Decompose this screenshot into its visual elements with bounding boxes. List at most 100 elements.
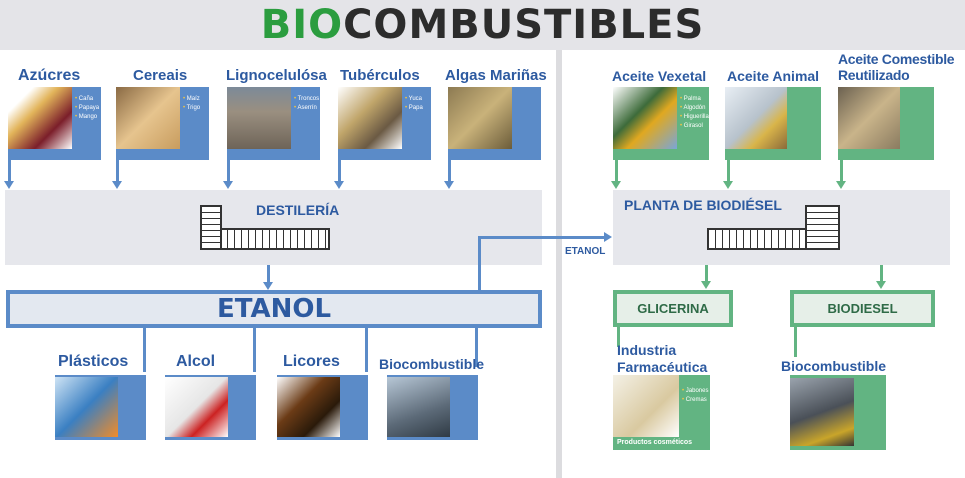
connector xyxy=(727,160,730,182)
connector xyxy=(880,265,883,282)
biodiesel-plant-icon xyxy=(707,228,807,250)
product-image xyxy=(55,377,118,437)
feedstock-image xyxy=(116,87,180,149)
ethanol-link-label: ETANOL xyxy=(565,246,606,257)
biodiesel-box: BIODIESEL xyxy=(790,290,935,327)
list-item: Algodón xyxy=(680,104,709,113)
connector xyxy=(116,150,119,182)
feedstock-image xyxy=(725,87,787,149)
title-bio: BIO xyxy=(260,2,344,48)
distillery-icon xyxy=(205,228,330,250)
list-item: Caña xyxy=(75,95,99,104)
glycerin-product-label: Industria Farmacéutica xyxy=(617,342,708,375)
feedstock-image xyxy=(227,87,291,149)
glycerin-product-card: Jabones Cremas Productos cosméticos xyxy=(613,375,710,450)
ethanol-pipe xyxy=(478,236,481,290)
feedstock-card xyxy=(838,87,934,160)
feedstock-label: Azúcres xyxy=(18,67,81,84)
feedstock-image xyxy=(8,87,72,149)
arrow-down-icon xyxy=(444,181,454,189)
list-item: Trigo xyxy=(183,104,200,113)
cosmetics-image xyxy=(613,375,679,437)
feedstock-label: Cereais xyxy=(133,67,188,84)
connector xyxy=(617,327,620,347)
feedstock-card xyxy=(725,87,821,160)
distillery-label: DESTILERÍA xyxy=(256,202,340,218)
title-band: BIOCOMBUSTIBLES xyxy=(0,0,965,50)
product-card xyxy=(165,375,256,440)
feedstock-label: Aceite Comestible Reutilizado xyxy=(838,51,955,83)
product-label: Alcol xyxy=(176,353,216,370)
list-item: Aserrín xyxy=(294,104,319,113)
connector xyxy=(143,327,146,372)
glycerin-box: GLICERINA xyxy=(613,290,733,327)
connector xyxy=(615,160,618,182)
product-card xyxy=(277,375,368,440)
product-image xyxy=(277,377,340,437)
arrow-down-icon xyxy=(876,281,886,289)
arrow-down-icon xyxy=(263,282,273,290)
feedstock-image xyxy=(613,87,677,149)
connector xyxy=(8,150,11,182)
connector xyxy=(365,327,368,372)
product-image xyxy=(387,377,450,437)
list-item: Jabones xyxy=(682,387,709,396)
distillery-band xyxy=(5,190,542,265)
arrow-down-icon xyxy=(701,281,711,289)
connector xyxy=(253,327,256,372)
list-item: Palma xyxy=(680,95,709,104)
list-item: Troncos xyxy=(294,95,319,104)
list-item: Papa xyxy=(405,104,423,113)
title-combustibles: COMBUSTIBLES xyxy=(343,2,705,48)
feedstock-label: Tubérculos xyxy=(340,67,420,84)
traffic-image xyxy=(790,378,854,446)
feedstock-card: MaízTrigo xyxy=(116,87,209,160)
product-card xyxy=(55,375,146,440)
product-label: Biocombustible xyxy=(379,356,485,372)
arrow-right-icon xyxy=(604,232,612,242)
feedstock-image xyxy=(838,87,900,149)
feedstock-image xyxy=(338,87,402,149)
list-item: Mango xyxy=(75,113,99,122)
distillery-tower-icon xyxy=(200,205,222,250)
feedstock-label: Aceite Animal xyxy=(727,68,820,84)
biodiesel-plant-band xyxy=(613,190,950,265)
product-card xyxy=(387,375,478,440)
feedstock-card: TroncosAserrín xyxy=(227,87,320,160)
list-item: Cremas xyxy=(682,396,708,405)
arrow-down-icon xyxy=(4,181,14,189)
list-item: Papaya xyxy=(75,104,99,113)
section-divider xyxy=(556,50,562,478)
list-item: Higuerilla xyxy=(680,113,709,122)
arrow-down-icon xyxy=(836,181,846,189)
biodiesel-product-card xyxy=(790,375,886,450)
list-item: Yuca xyxy=(405,95,423,104)
feedstock-label: Aceite Vexetal xyxy=(612,68,707,84)
connector xyxy=(227,150,230,182)
page-title: BIOCOMBUSTIBLES xyxy=(0,0,965,48)
arrow-down-icon xyxy=(223,181,233,189)
biodiesel-tower-icon xyxy=(805,205,840,250)
product-label: Plásticos xyxy=(58,353,129,370)
ethanol-bar: ETANOL xyxy=(6,290,542,328)
biodiesel-plant-label: PLANTA DE BIODIÉSEL xyxy=(624,197,782,213)
list-item: Maíz xyxy=(183,95,200,104)
feedstock-image xyxy=(448,87,512,149)
connector xyxy=(705,265,708,282)
arrow-down-icon xyxy=(334,181,344,189)
arrow-down-icon xyxy=(112,181,122,189)
arrow-down-icon xyxy=(723,181,733,189)
feedstock-label: Algas Mariñas xyxy=(445,67,547,84)
arrow-down-icon xyxy=(611,181,621,189)
product-label: Licores xyxy=(283,353,340,370)
feedstock-card: YucaPapa xyxy=(338,87,431,160)
feedstock-card: CañaPapayaMango xyxy=(8,87,101,160)
biodiesel-product-label: Biocombustible xyxy=(781,358,887,374)
connector xyxy=(840,160,843,182)
connector xyxy=(338,150,341,182)
cosmetics-caption: Productos cosméticos xyxy=(617,439,693,446)
list-item: Girasol xyxy=(680,122,709,131)
ethanol-pipe xyxy=(478,236,606,239)
connector xyxy=(267,265,270,283)
product-image xyxy=(165,377,228,437)
